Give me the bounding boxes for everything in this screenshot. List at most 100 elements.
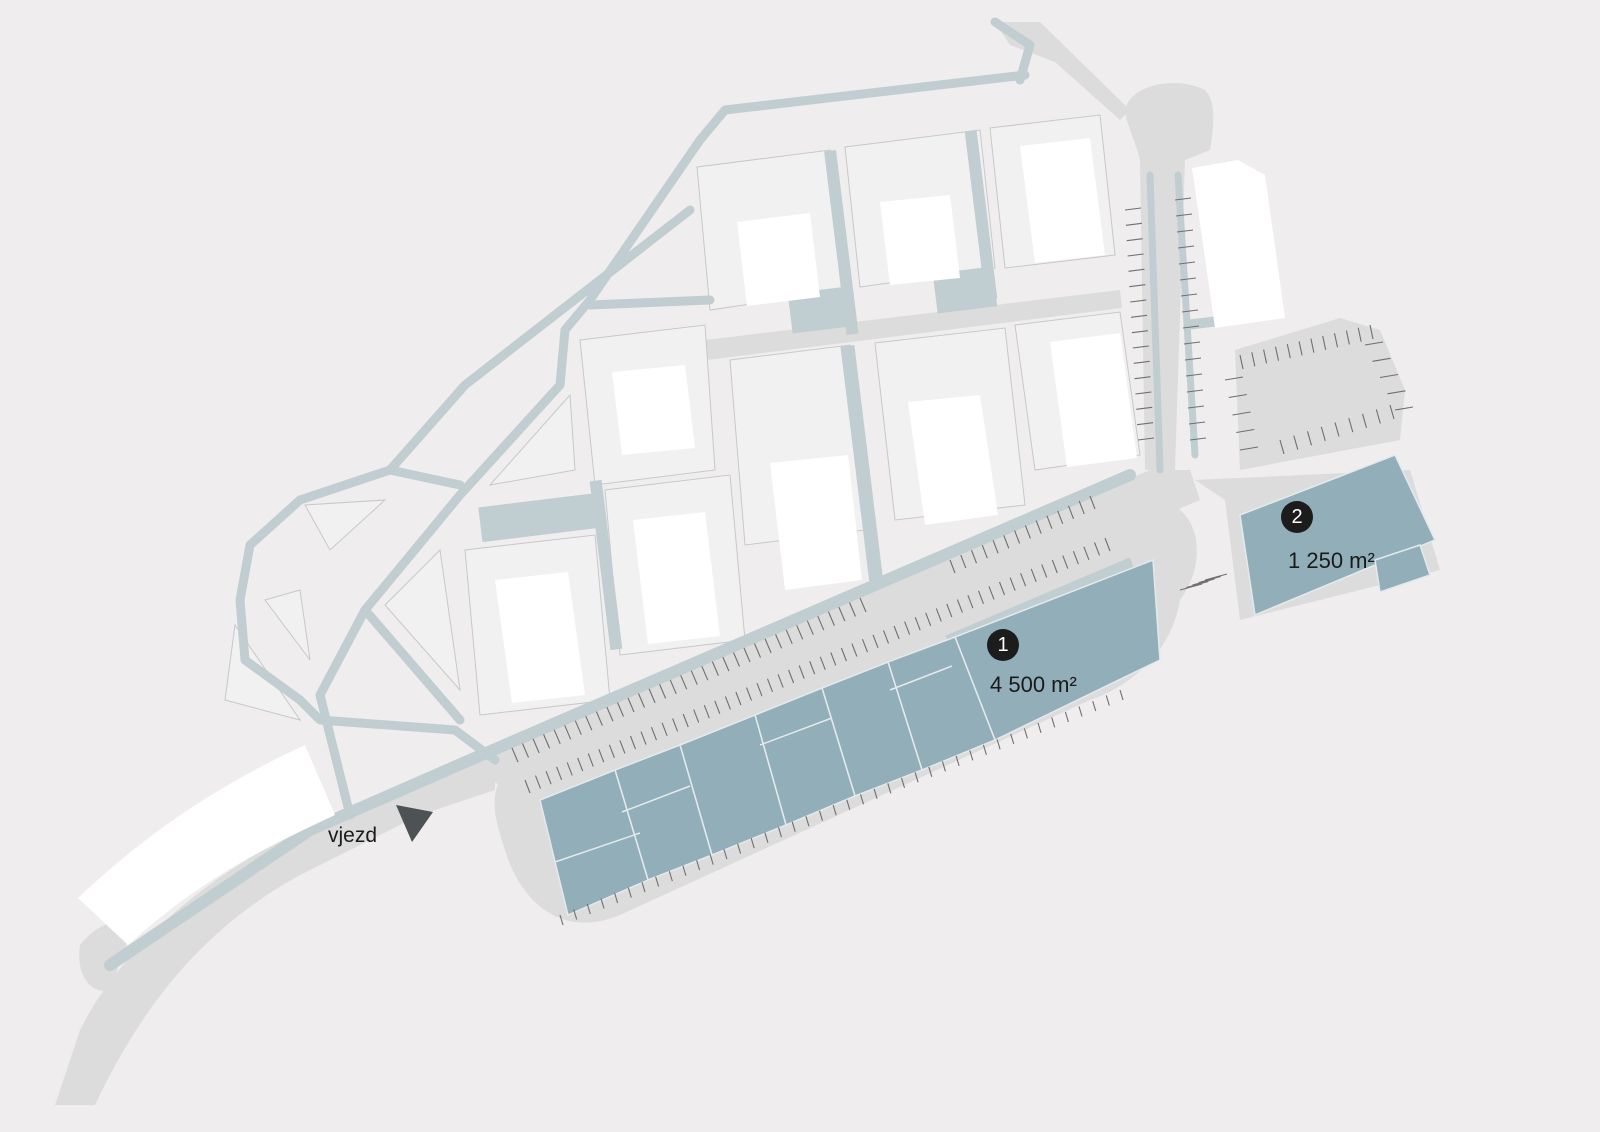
parking-stall-line bbox=[1125, 222, 1142, 226]
parking-stall-line bbox=[669, 679, 677, 695]
marker-number-1: 1 bbox=[997, 634, 1008, 656]
parking-stall-line bbox=[1184, 357, 1202, 361]
parking-stall-line bbox=[766, 678, 774, 692]
parking-stall-line bbox=[1130, 299, 1147, 303]
parking-stall-line bbox=[616, 702, 625, 717]
entry-marker: vjezd bbox=[328, 805, 433, 847]
parking-stall-line bbox=[650, 727, 658, 741]
parking-stall-line bbox=[637, 693, 646, 708]
parking-stall-line bbox=[745, 687, 753, 701]
parking-stall-line bbox=[1228, 393, 1247, 399]
parking-stall-line bbox=[1030, 568, 1037, 582]
parking-stall-line bbox=[1188, 421, 1206, 425]
parking-stall-line bbox=[887, 783, 892, 794]
parking-stall-line bbox=[1064, 711, 1069, 723]
parking-stall-line bbox=[600, 898, 605, 909]
parking-stall-line bbox=[981, 545, 988, 559]
parking-stall-line bbox=[556, 766, 563, 780]
parking-stall-line bbox=[1020, 573, 1027, 587]
parking-stall-line bbox=[1179, 277, 1197, 281]
parking-stall-line bbox=[559, 914, 564, 926]
parking-stall-line bbox=[1334, 422, 1340, 437]
parking-stall-line bbox=[796, 625, 804, 640]
parking-stall-line bbox=[1131, 330, 1148, 334]
parking-stall-line bbox=[566, 762, 573, 776]
parking-stall-line bbox=[827, 611, 835, 626]
parking-stall-line bbox=[893, 625, 900, 640]
parking-stall-line bbox=[914, 772, 919, 783]
parking-stall-line bbox=[872, 634, 879, 648]
footpaths bbox=[104, 17, 1199, 971]
parking-stall-line bbox=[587, 753, 594, 767]
parking-stall-line bbox=[1104, 537, 1111, 552]
parking-stall-line bbox=[574, 720, 582, 735]
parking-stall-line bbox=[1062, 555, 1069, 569]
parking-stall-line bbox=[1361, 413, 1368, 428]
parking-stall-line bbox=[608, 744, 615, 758]
parking-stall-line bbox=[1239, 446, 1259, 451]
parking-stall-line bbox=[1037, 722, 1042, 734]
parking-stall-line bbox=[955, 755, 960, 767]
parking-stall-line bbox=[1003, 535, 1010, 549]
parking-stall-line bbox=[1057, 510, 1064, 524]
parking-stall-line bbox=[709, 854, 714, 865]
parking-stall-line bbox=[764, 638, 772, 654]
parking-stall-line bbox=[1131, 314, 1148, 318]
parking-stall-line bbox=[1078, 500, 1085, 515]
parking-stall-line bbox=[724, 696, 731, 710]
unit-marker-1[interactable]: 1 bbox=[987, 629, 1019, 661]
parking-stall-line bbox=[573, 909, 578, 920]
parking-stall-line bbox=[1375, 409, 1381, 424]
parking-stall-line bbox=[777, 674, 784, 688]
parking-stall-line bbox=[838, 606, 846, 622]
parking-stall-line bbox=[960, 554, 967, 569]
parking-stall-line bbox=[861, 639, 869, 653]
parking-stall-line bbox=[534, 775, 542, 789]
parking-stall-line bbox=[1133, 360, 1150, 364]
parking-stall-line bbox=[1089, 495, 1096, 510]
parking-stall-line bbox=[1251, 352, 1256, 367]
available-unit-2[interactable] bbox=[1239, 454, 1437, 617]
parking-stall-line bbox=[1372, 357, 1391, 362]
parking-stall-line bbox=[1135, 391, 1152, 395]
parking-stall-line bbox=[1126, 238, 1143, 242]
parking-stall-line bbox=[1232, 411, 1251, 416]
parking-stall-line bbox=[606, 706, 614, 722]
parking-stall-line bbox=[737, 843, 742, 854]
parking-stall-line bbox=[1046, 515, 1053, 529]
parking-stall-line bbox=[941, 761, 946, 772]
parking-stall-line bbox=[545, 771, 552, 785]
available-unit-1[interactable] bbox=[539, 558, 1161, 917]
parking-stall-line bbox=[900, 777, 906, 788]
parking-stall-line bbox=[1306, 431, 1313, 446]
parking-stall-line bbox=[627, 887, 632, 898]
parking-stall-line bbox=[1136, 406, 1153, 410]
parking-stall-line bbox=[564, 725, 572, 740]
parking-stall-line bbox=[1263, 349, 1268, 364]
parking-stall-line bbox=[640, 731, 647, 745]
parking-stall-line bbox=[848, 602, 857, 617]
parking-stall-line bbox=[1119, 689, 1124, 701]
marker-number-2: 2 bbox=[1291, 506, 1302, 528]
unit-marker-2[interactable]: 2 bbox=[1281, 501, 1313, 533]
parking-stall-line bbox=[614, 892, 619, 904]
parking-stall-line bbox=[946, 603, 953, 618]
parking-stall-line bbox=[586, 903, 591, 915]
parking-stall-line bbox=[1010, 733, 1015, 745]
parking-stall-line bbox=[668, 870, 673, 882]
parking-stall-line bbox=[977, 590, 985, 604]
parking-stall-line bbox=[1186, 580, 1209, 589]
parking-stall-line bbox=[696, 859, 701, 871]
parking-stall-line bbox=[722, 656, 730, 672]
parking-stall-line bbox=[859, 597, 867, 613]
parking-stall-line bbox=[543, 734, 551, 749]
parking-stall-line bbox=[846, 799, 851, 810]
parking-stall-line bbox=[756, 683, 763, 697]
parking-stall-line bbox=[1293, 435, 1299, 450]
parking-stall-line bbox=[1224, 376, 1244, 381]
parking-stall-line bbox=[553, 729, 561, 745]
parking-stall-line bbox=[627, 697, 635, 713]
parking-stall-line bbox=[732, 652, 741, 667]
parking-stall-line bbox=[805, 816, 810, 827]
parking-stall-line bbox=[819, 656, 826, 670]
